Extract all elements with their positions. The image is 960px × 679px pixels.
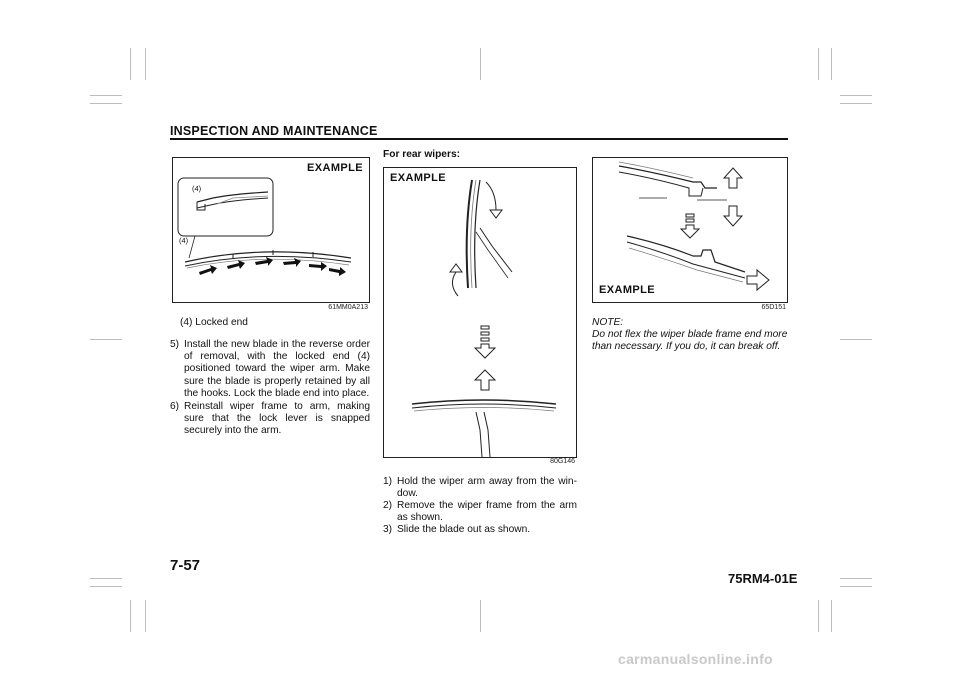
step-number: 1) bbox=[383, 476, 393, 487]
figure-front-blade-install: EXAMPLE (4) (4) bbox=[172, 157, 370, 303]
step-number: 3) bbox=[383, 524, 393, 535]
step-2: 2) Remove the wiper frame from the arm a… bbox=[383, 500, 577, 526]
step-5: 5) Install the new blade in the reverse … bbox=[170, 339, 370, 401]
crop-mark bbox=[818, 48, 819, 80]
blade-illustration bbox=[177, 177, 352, 276]
page-number: 7-57 bbox=[170, 557, 201, 574]
figure-code: 65D151 bbox=[761, 304, 786, 311]
crop-mark bbox=[90, 339, 122, 340]
step-text: Reinstall wiper frame to arm, making sur… bbox=[184, 401, 370, 437]
crop-mark bbox=[818, 600, 819, 632]
legend-locked-end: (4) Locked end bbox=[180, 317, 248, 328]
crop-mark bbox=[145, 600, 146, 632]
crop-mark bbox=[840, 339, 872, 340]
crop-mark bbox=[145, 48, 146, 80]
crop-mark bbox=[480, 600, 481, 632]
crop-mark bbox=[90, 578, 122, 579]
blade-frame-illustration bbox=[618, 161, 770, 292]
step-text: Slide the blade out as shown. bbox=[397, 524, 531, 535]
figure-blade-frame-end: EXAMPLE bbox=[592, 157, 788, 303]
example-label: EXAMPLE bbox=[390, 172, 446, 184]
crop-mark bbox=[840, 103, 872, 104]
crop-mark bbox=[90, 586, 122, 587]
crop-mark bbox=[831, 48, 832, 80]
step-text: Remove the wiper frame from the arm as s… bbox=[397, 500, 577, 524]
watermark: carmanualsonline.info bbox=[618, 651, 773, 667]
crop-mark bbox=[90, 103, 122, 104]
step-text: Install the new blade in the reverse ord… bbox=[184, 339, 370, 399]
crop-mark bbox=[840, 578, 872, 579]
step-number: 6) bbox=[170, 401, 180, 412]
crop-mark bbox=[130, 600, 131, 632]
step-number: 2) bbox=[383, 500, 393, 511]
crop-mark bbox=[480, 48, 481, 80]
step-6: 6) Reinstall wiper frame to arm, making … bbox=[170, 401, 370, 441]
crop-mark bbox=[831, 600, 832, 632]
note-text: Do not flex the wiper blade frame end mo… bbox=[592, 329, 788, 353]
page-header-title: INSPECTION AND MAINTENANCE bbox=[170, 124, 378, 138]
crop-mark bbox=[90, 95, 122, 96]
section-heading: For rear wipers: bbox=[383, 149, 460, 160]
figure-rear-wiper: EXAMPLE bbox=[383, 167, 577, 458]
callout-4-bottom: (4) bbox=[179, 236, 189, 245]
crop-mark bbox=[130, 48, 131, 80]
header-rule bbox=[170, 138, 788, 140]
rear-wiper-illustration bbox=[411, 179, 557, 457]
example-label: EXAMPLE bbox=[599, 284, 655, 296]
example-label: EXAMPLE bbox=[307, 162, 363, 174]
step-text: Hold the wiper arm away from the win- do… bbox=[397, 476, 577, 500]
callout-4-top: (4) bbox=[192, 184, 202, 193]
document-code: 75RM4-01E bbox=[728, 571, 798, 586]
step-3: 3) Slide the blade out as shown. bbox=[383, 524, 577, 538]
figure-code: 80G146 bbox=[550, 458, 575, 465]
crop-mark bbox=[840, 95, 872, 96]
note-label: NOTE: bbox=[592, 317, 624, 328]
crop-mark bbox=[840, 586, 872, 587]
figure-code: 61MM0A213 bbox=[328, 304, 368, 311]
step-1: 1) Hold the wiper arm away from the win-… bbox=[383, 476, 577, 502]
step-number: 5) bbox=[170, 339, 180, 350]
